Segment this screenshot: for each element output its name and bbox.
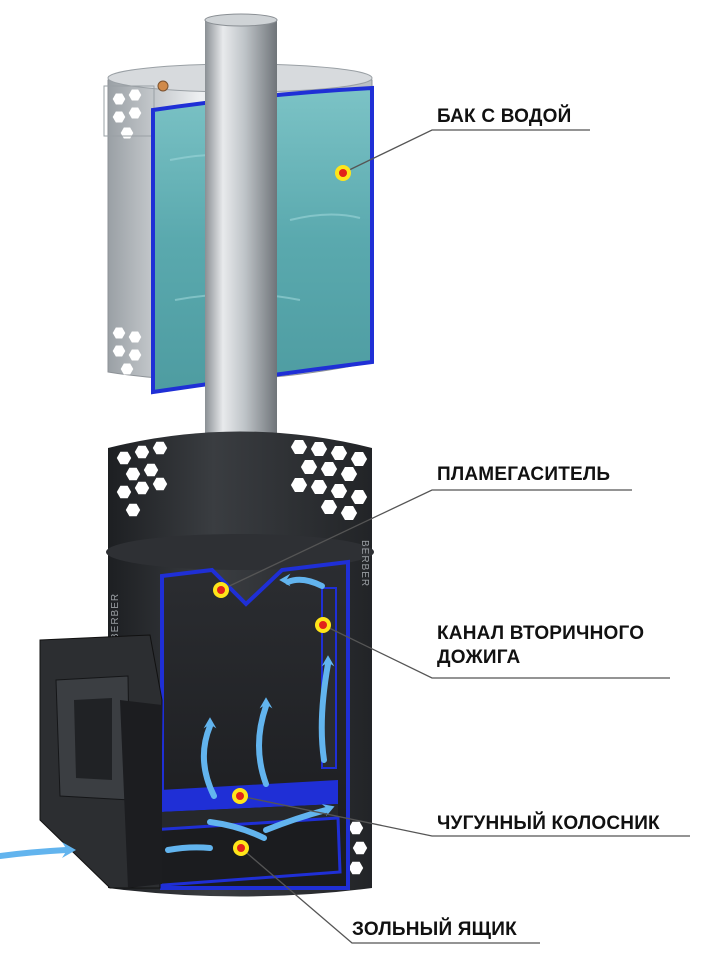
fire-door [39,634,163,889]
label-secondary-channel: КАНАЛ ВТОРИЧНОГО ДОЖИГА [437,622,644,670]
label-cast-iron-grate: ЧУГУННЫЙ КОЛОСНИК [437,813,660,834]
leader-lines [220,129,690,944]
hotspot-dot-icon [213,165,351,856]
brand-logo-text: BERBER [110,593,121,640]
label-flame-arrester: ПЛАМЕГАСИТЕЛЬ [437,464,611,485]
label-ash-box: ЗОЛЬНЫЙ ЯЩИК [352,919,517,940]
secondary-channel [321,587,337,769]
label-secondary-channel-line2: ДОЖИГА [437,646,521,668]
cast-iron-grate [160,780,338,812]
brand-logo-text-side: BERBER [359,540,370,587]
airflow-arrows [0,576,331,859]
label-secondary-channel-line1: КАНАЛ ВТОРИЧНОГО [437,623,645,644]
stove-body: BERBER BERBER [39,431,374,897]
label-water-tank: БАК С ВОДОЙ [437,106,572,127]
